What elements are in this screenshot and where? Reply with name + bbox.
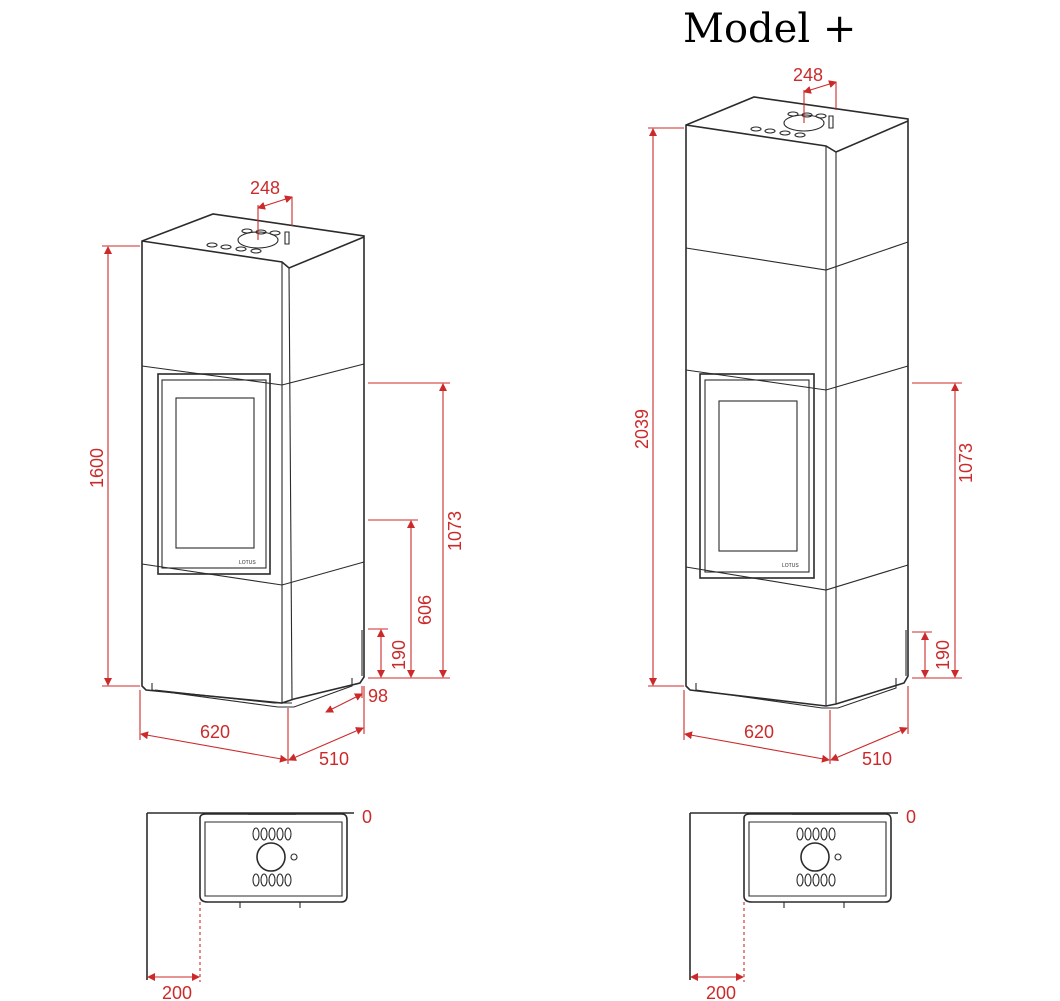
dim-door-height: 606 [415,595,435,625]
dim-height: 1600 [87,448,107,488]
door-frame [157,373,271,575]
plinth [151,678,353,708]
dims-plus: 248 2039 1073 190 620 510 [632,65,976,769]
plinth-edge [154,689,292,704]
dim-air-inlet: 190 [933,640,953,670]
stove-body [141,213,365,704]
seam-lower [141,561,365,586]
dim-depth: 510 [319,749,349,769]
dim-flue-offset: 248 [793,65,823,85]
dim-side-clearance: 200 [706,983,736,1001]
dim-side-height: 1073 [956,443,976,483]
flue-outlet [800,842,830,872]
plinth [695,678,897,709]
stove-plus: LOTUS [685,96,909,709]
stove-plan-outline [199,813,348,903]
dim-wall-gap: 0 [362,807,372,827]
door-inner [161,379,267,569]
stove-plan-outline [743,813,892,903]
seam-upper [685,365,909,391]
dim-width: 620 [200,722,230,742]
door-frame [699,373,815,579]
top-vents [750,111,827,138]
dim-side-height: 1073 [445,511,465,551]
brand-logo: LOTUS [239,560,256,566]
plan-vents [252,827,292,887]
dim-wall-gap: 0 [906,807,916,827]
plan-standard: 200 0 [146,807,372,1001]
top-vents [206,228,281,254]
seam-lower [685,564,909,591]
brand-logo: LOTUS [782,563,799,569]
seam-upper [141,363,365,386]
model-title: Model + [683,6,856,52]
dim-side-clearance: 200 [162,983,192,1001]
door-inner [704,379,810,573]
plan-plus: 200 0 [689,807,916,1001]
dim-width: 620 [744,722,774,742]
stove-top-edge [685,120,909,153]
stove-corner-2 [288,267,293,701]
dim-air-inlet: 190 [389,640,409,670]
dim-height: 2039 [632,409,652,449]
stove-standard: LOTUS [141,213,365,708]
dim-depth: 510 [862,749,892,769]
damper-handle [828,115,834,129]
stove-body [685,96,909,707]
plan-vents [796,827,836,887]
dims-standard: 248 1600 1073 606 190 98 620 510 [87,178,465,769]
damper-handle [284,231,290,245]
dim-flue-offset: 248 [250,178,280,198]
dim-side-depth-step: 98 [368,686,388,706]
door-glass [718,400,798,552]
flue-outlet [256,842,286,872]
door-glass [175,397,255,549]
seam-top [685,241,909,271]
stove-top-edge [141,236,365,269]
